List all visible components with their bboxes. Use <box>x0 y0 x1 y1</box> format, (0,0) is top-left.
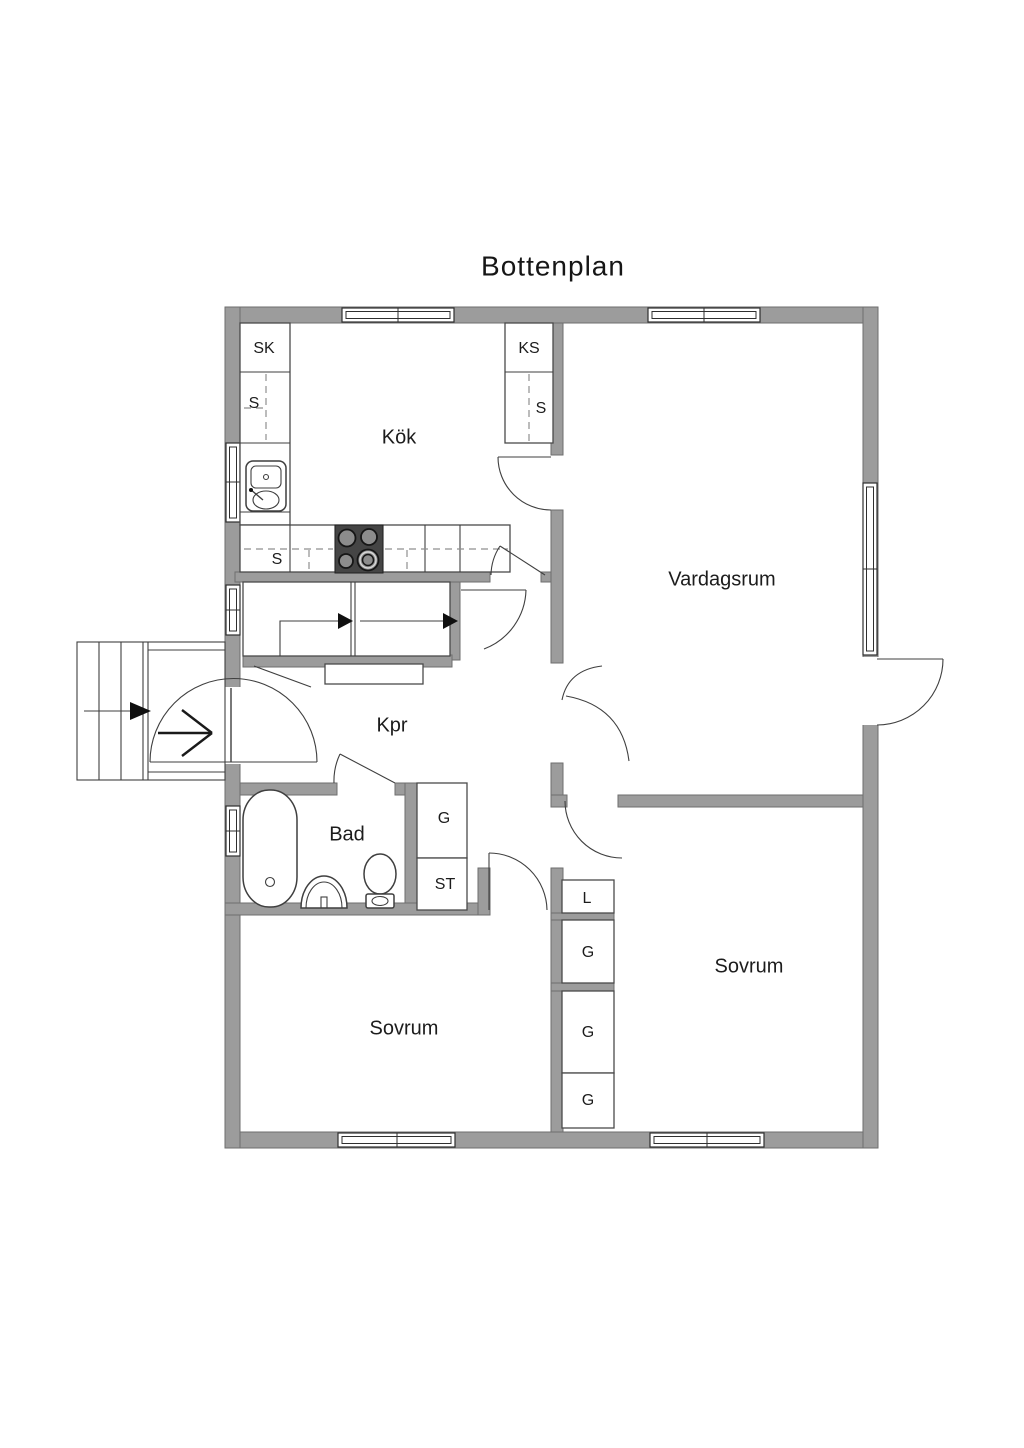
patio-door <box>876 658 944 726</box>
unit-label-g3: G <box>582 1092 594 1109</box>
room-label-kok: Kök <box>382 426 417 448</box>
room-label-sovrum-left: Sovrum <box>370 1017 439 1039</box>
room-label-bad: Bad <box>329 823 365 845</box>
unit-label-st: ST <box>435 876 456 893</box>
bedroom-right-door <box>564 800 623 859</box>
window-bottom-bedroom-right <box>649 1132 765 1148</box>
wardrobe-sliding-doors <box>242 581 458 688</box>
unit-label-s-counter: S <box>272 551 283 568</box>
window-top-kitchen <box>341 307 455 323</box>
entry-stairs <box>76 641 226 781</box>
room-label-sovrum-right: Sovrum <box>715 955 784 977</box>
entry-door <box>149 678 318 763</box>
bathroom-fixtures <box>242 789 397 909</box>
labels: Bottenplan Kök Vardagsrum Kpr Bad Sovrum… <box>249 250 784 1109</box>
window-left-bathroom <box>225 805 241 857</box>
window-right-livingroom <box>862 482 878 656</box>
unit-label-sk: SK <box>253 340 275 357</box>
entry-door-opening <box>224 687 241 764</box>
room-label-vardagsrum: Vardagsrum <box>668 568 775 590</box>
unit-label-g1: G <box>582 944 594 961</box>
patio-door-opening <box>862 657 879 725</box>
unit-label-g2: G <box>582 1024 594 1041</box>
entry-arrow <box>158 709 213 757</box>
kitchen-units <box>239 322 554 574</box>
unit-label-g-nook: G <box>438 810 450 827</box>
bathtub <box>242 789 298 908</box>
stove <box>334 524 384 574</box>
bedroom-left-door <box>488 852 548 911</box>
window-bottom-bedroom-left <box>337 1132 456 1148</box>
bathroom-door <box>333 753 396 784</box>
unit-label-l: L <box>583 890 592 907</box>
unit-label-s-ks: S <box>536 400 547 417</box>
storage-units <box>416 782 615 1129</box>
hall-shelf <box>324 663 424 685</box>
washbasin <box>300 875 348 909</box>
room-label-kpr: Kpr <box>376 714 407 736</box>
hall-swing-door <box>461 589 527 650</box>
kitchen-hall-door <box>490 545 546 576</box>
windows <box>225 307 878 1148</box>
unit-label-ks: KS <box>518 340 539 357</box>
unit-label-s-tall: S <box>249 395 260 412</box>
toilet <box>363 853 397 909</box>
hall-door-leaf <box>253 665 312 688</box>
kitchen-sink <box>245 460 287 512</box>
window-top-livingroom <box>647 307 761 323</box>
kitchen-livingroom-door <box>497 456 552 511</box>
livingroom-door <box>561 665 630 762</box>
window-left-kitchen <box>225 442 241 523</box>
doors <box>149 456 944 911</box>
plan-title: Bottenplan <box>481 250 625 281</box>
window-left-hall <box>225 584 241 636</box>
